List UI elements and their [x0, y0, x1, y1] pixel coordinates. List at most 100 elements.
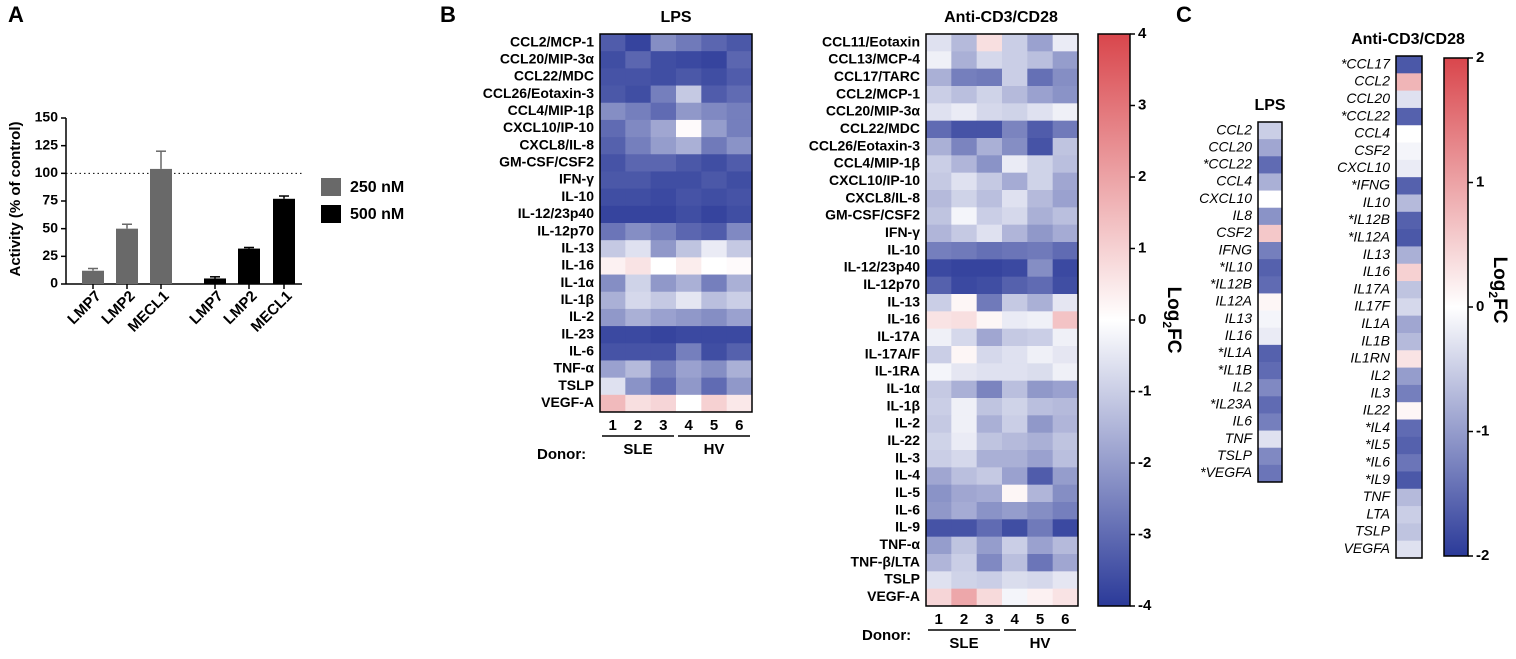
heatmap-cell — [926, 86, 952, 104]
heatmap-cell — [676, 51, 702, 69]
colorbar-tick-label: -1 — [1476, 422, 1489, 439]
row-label: IL-16 — [887, 311, 920, 327]
heatmap-cell — [951, 155, 978, 174]
row-label: IL1B — [1361, 332, 1390, 348]
heatmap-cell — [650, 34, 677, 52]
row-label: IL16 — [1225, 327, 1252, 343]
row-label: TNF — [1225, 430, 1254, 446]
heatmap-cell — [951, 259, 978, 278]
heatmap-cell — [1002, 398, 1028, 416]
heatmap-cell — [926, 554, 952, 572]
heatmap-cell — [1027, 190, 1054, 208]
heatmap-cell — [676, 34, 702, 52]
heatmap-cell — [1027, 86, 1054, 104]
heatmap-cell — [926, 328, 952, 347]
heatmap-cell — [1002, 138, 1028, 156]
heatmap-cell — [701, 137, 728, 155]
heatmap-cell — [1052, 276, 1079, 295]
heatmap-cell — [650, 308, 677, 327]
heatmap-cell — [926, 207, 952, 226]
heatmap-cell — [1052, 450, 1079, 468]
heatmap-cell — [726, 51, 753, 69]
heatmap-cell — [1396, 246, 1422, 265]
row-label: CCL13/MCP-4 — [828, 51, 920, 67]
heatmap-cell — [600, 240, 626, 258]
heatmap-cell — [1396, 332, 1422, 351]
heatmap-cell — [1396, 90, 1422, 109]
panel-letter-b: B — [440, 2, 456, 27]
heatmap-cell — [1396, 73, 1422, 92]
row-label: CCL26/Eotaxin-3 — [483, 85, 594, 101]
heatmap-cell — [600, 377, 626, 396]
heatmap-cell — [976, 294, 1003, 312]
heatmap-cell — [976, 68, 1003, 87]
heatmap-cell — [701, 85, 728, 104]
heatmap-cell — [1052, 554, 1079, 572]
heatmap-cell — [726, 308, 753, 327]
heatmap-cell — [1027, 450, 1054, 468]
heatmap-cell — [650, 240, 677, 258]
heatmap-cell — [1002, 502, 1028, 520]
heatmap-b-lps-title: LPS — [660, 9, 691, 26]
heatmap-cell — [650, 205, 677, 224]
heatmap-cell — [600, 326, 626, 344]
heatmap-cell — [1027, 484, 1054, 503]
heatmap-cell — [676, 171, 702, 190]
heatmap-cell — [1258, 242, 1282, 260]
colorbar-tick-label: 0 — [1476, 298, 1484, 315]
panel-a-bar-chart: Activity (% of control) 250 nM 500 nM 02… — [7, 109, 404, 336]
heatmap-cell — [1396, 350, 1422, 368]
heatmap-cell — [1052, 155, 1079, 174]
heatmap-cell — [650, 85, 677, 104]
heatmap-cell — [976, 86, 1003, 104]
heatmap-cell — [951, 519, 978, 538]
heatmap-cell — [1002, 172, 1028, 191]
heatmap-cell — [926, 68, 952, 87]
heatmap-cell — [1002, 51, 1028, 70]
heatmap-cell — [926, 190, 952, 208]
heatmap-cell — [650, 291, 677, 310]
heatmap-cell — [1002, 86, 1028, 104]
heatmap-border — [1395, 55, 1423, 559]
column-label: 2 — [960, 611, 968, 628]
heatmap-cell — [1027, 259, 1054, 278]
heatmap-cell — [676, 137, 702, 155]
column-label: 4 — [1010, 611, 1019, 628]
heatmap-cell — [951, 432, 978, 451]
colorbar-tick-label: -1 — [1138, 382, 1151, 399]
heatmap-cell — [926, 502, 952, 520]
heatmap-cell — [976, 536, 1003, 555]
heatmap-cell — [600, 394, 626, 413]
heatmap-cell — [951, 450, 978, 468]
heatmap-cell — [1396, 419, 1422, 438]
heatmap-cell — [1396, 540, 1422, 559]
heatmap-cell — [676, 308, 702, 327]
heatmap-cell — [1258, 362, 1282, 380]
heatmap-cell — [1002, 588, 1028, 607]
row-label: CCL11/Eotaxin — [822, 33, 920, 49]
row-label: IL3 — [1371, 384, 1391, 400]
row-label: *IL12A — [1348, 228, 1390, 244]
heatmap-cell — [976, 398, 1003, 416]
heatmap-cell — [701, 51, 728, 69]
colorbar-c-gradient — [1443, 57, 1469, 557]
heatmap-cell — [951, 242, 978, 260]
y-tick-label: 25 — [42, 247, 58, 263]
row-label: IL-1β — [887, 397, 921, 413]
heatmap-cell — [676, 68, 702, 86]
heatmap-cell — [726, 205, 753, 224]
bar — [82, 270, 104, 284]
heatmap-cell — [676, 343, 702, 361]
heatmap-cell — [701, 68, 728, 86]
heatmap-cell — [676, 257, 702, 275]
heatmap-cell — [625, 34, 652, 52]
heatmap-cell — [701, 326, 728, 344]
row-label: CXCL10 — [1337, 159, 1390, 175]
heatmap-cell — [600, 34, 626, 52]
heatmap-cell — [951, 328, 978, 347]
heatmap-cell — [1002, 363, 1028, 382]
row-label: *VEGFA — [1200, 464, 1252, 480]
heatmap-cell — [1396, 263, 1422, 282]
heatmap-cell — [1258, 413, 1282, 431]
donor-group-label: HV — [704, 441, 725, 458]
